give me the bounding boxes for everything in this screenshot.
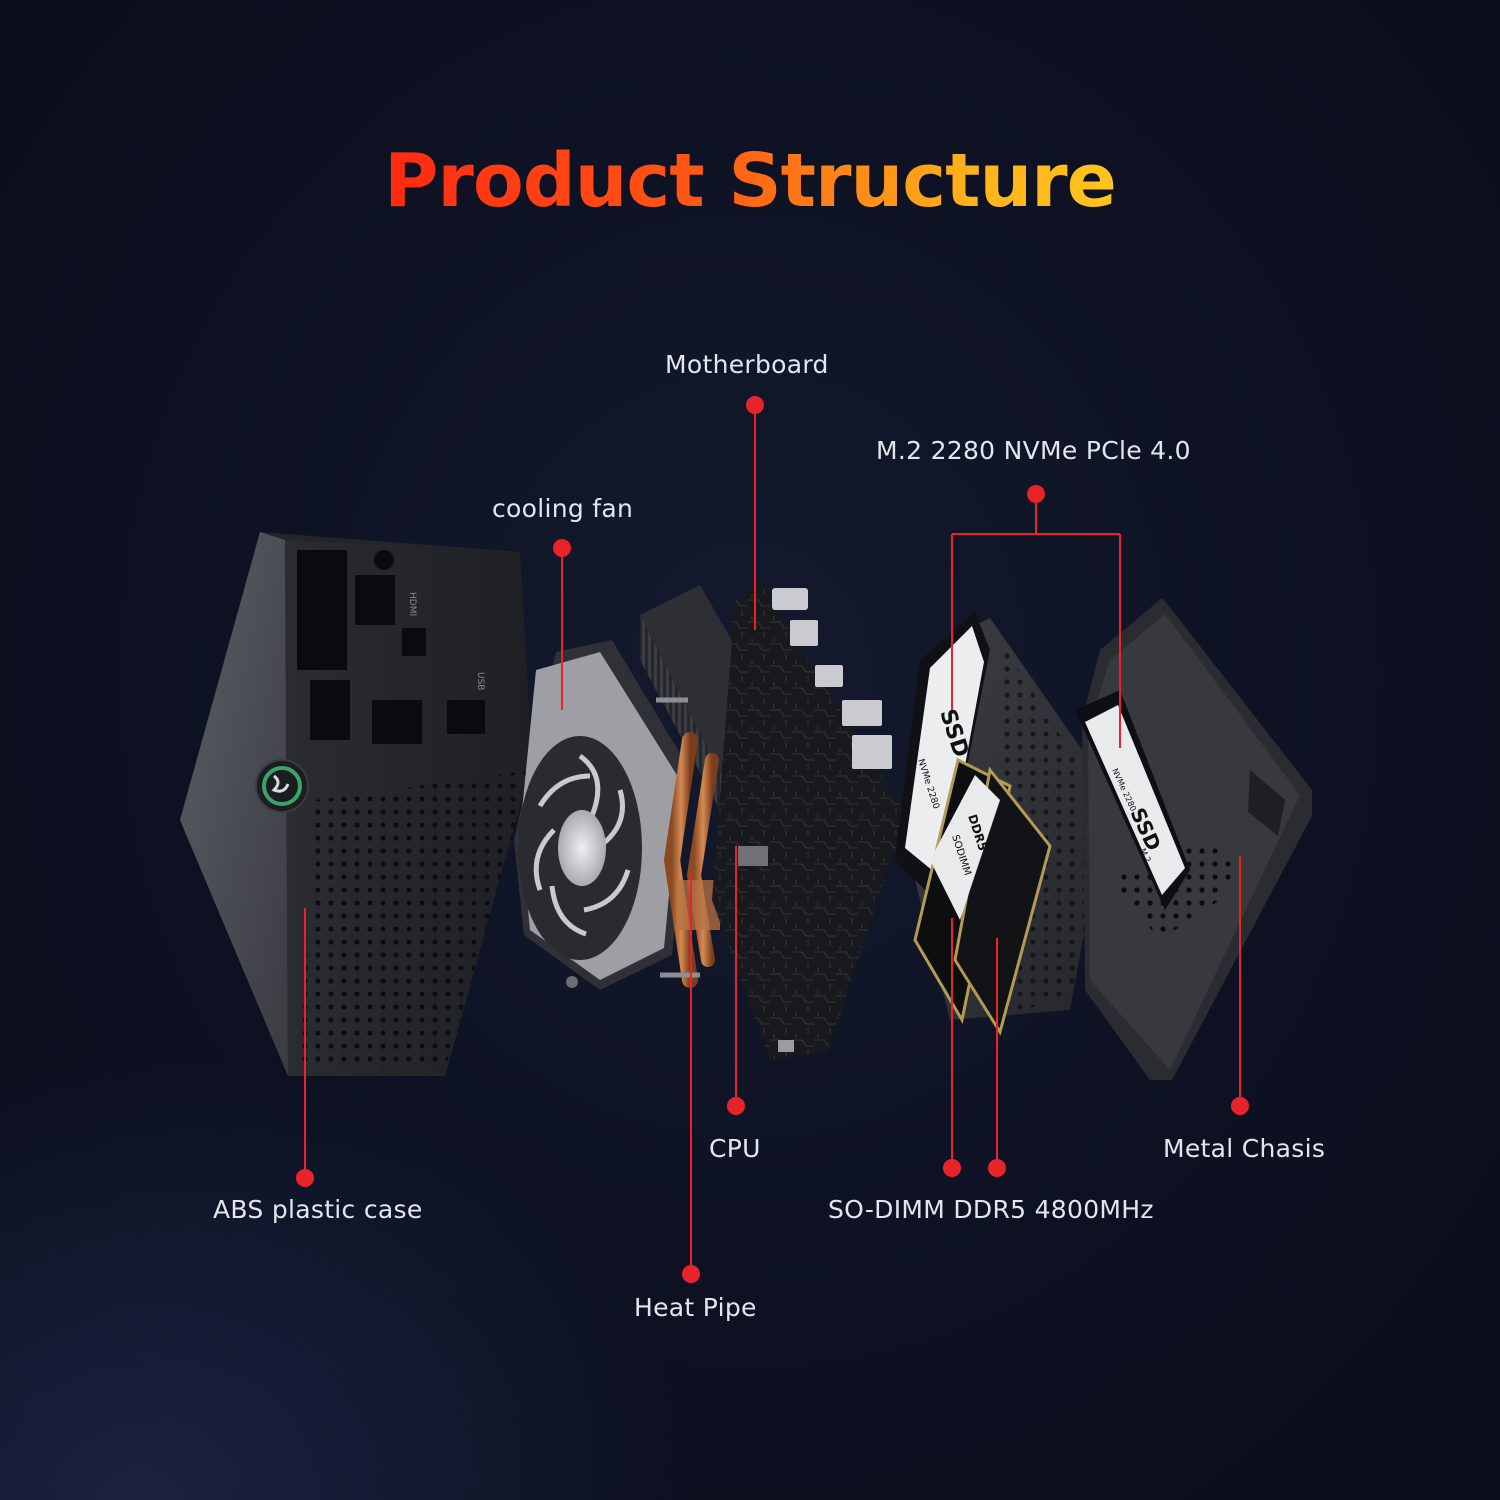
dot-cpu bbox=[727, 1097, 745, 1115]
mb-screw bbox=[778, 1040, 794, 1052]
fan-screw bbox=[566, 976, 578, 988]
cooling-fan bbox=[514, 640, 690, 990]
label-ssd-slot: M.2 2280 NVMe PCle 4.0 bbox=[876, 436, 1191, 465]
fan-hub bbox=[558, 810, 606, 886]
leader-ram bbox=[951, 918, 998, 1168]
callout-lines bbox=[304, 405, 1241, 1274]
dot-motherboard bbox=[746, 396, 764, 414]
io-cutout-lan bbox=[447, 700, 485, 734]
label-motherboard: Motherboard bbox=[665, 350, 829, 379]
io-cutout-low bbox=[310, 680, 350, 740]
label-heat-pipe: Heat Pipe bbox=[634, 1293, 757, 1322]
case-io-cutouts bbox=[297, 550, 485, 744]
chasis-bump bbox=[1248, 770, 1285, 836]
label-abs-case: ABS plastic case bbox=[213, 1195, 423, 1224]
port-usb-a bbox=[815, 665, 843, 687]
case-logo-badge bbox=[255, 759, 309, 813]
ram-modules: DDR5 SODIMM bbox=[913, 757, 1052, 1036]
motherboard bbox=[712, 582, 910, 1060]
leader-ssd-slot bbox=[951, 494, 1121, 748]
case-vent-holes bbox=[300, 770, 532, 1070]
dot-ram-a bbox=[943, 1159, 961, 1177]
heat-pipe-cold-plate bbox=[676, 880, 720, 930]
metal-chasis: SSD NVMe 2280 M.2 bbox=[1075, 598, 1312, 1080]
dot-ssd-slot bbox=[1027, 485, 1045, 503]
dot-ram-b bbox=[988, 1159, 1006, 1177]
ssd-b-label bbox=[1085, 705, 1185, 895]
cpu-die bbox=[738, 846, 768, 866]
motherboard-traces bbox=[712, 582, 910, 1060]
label-cooling-fan: cooling fan bbox=[492, 494, 634, 523]
io-cutout-left bbox=[297, 550, 347, 670]
dot-cooling-fan bbox=[553, 539, 571, 557]
port-lan bbox=[852, 735, 892, 769]
page-title: Product Structure bbox=[384, 138, 1117, 224]
chasis-inner bbox=[1088, 614, 1300, 1070]
port-dc bbox=[772, 588, 808, 610]
case-port-hdmi-print: HDMI bbox=[407, 592, 417, 616]
heat-pipes bbox=[663, 732, 720, 988]
ssd-module-front: SSD NVMe 2280 bbox=[895, 612, 990, 905]
port-usb-b bbox=[842, 700, 882, 726]
case-top-face bbox=[180, 532, 288, 1076]
motherboard-ports bbox=[772, 588, 892, 769]
dot-metal-chasis bbox=[1231, 1097, 1249, 1115]
io-cutout-usb bbox=[402, 628, 426, 656]
io-cutout-center bbox=[372, 700, 422, 744]
ram-label bbox=[930, 775, 1000, 920]
port-hdmi bbox=[790, 620, 818, 646]
label-ram: SO-DIMM DDR5 4800MHz bbox=[828, 1195, 1154, 1224]
io-cutout-hdmi bbox=[355, 575, 395, 625]
case-port-usb-print: USB bbox=[475, 672, 485, 690]
label-cpu: CPU bbox=[709, 1134, 761, 1163]
label-metal-chasis: Metal Chasis bbox=[1163, 1134, 1326, 1163]
ssd-a-label bbox=[905, 626, 984, 880]
abs-plastic-case: HDMI USB bbox=[180, 532, 532, 1076]
callout-dots bbox=[296, 396, 1249, 1283]
dot-heat-pipe bbox=[682, 1265, 700, 1283]
dot-abs-case bbox=[296, 1169, 314, 1187]
io-cutout-power bbox=[374, 550, 394, 570]
